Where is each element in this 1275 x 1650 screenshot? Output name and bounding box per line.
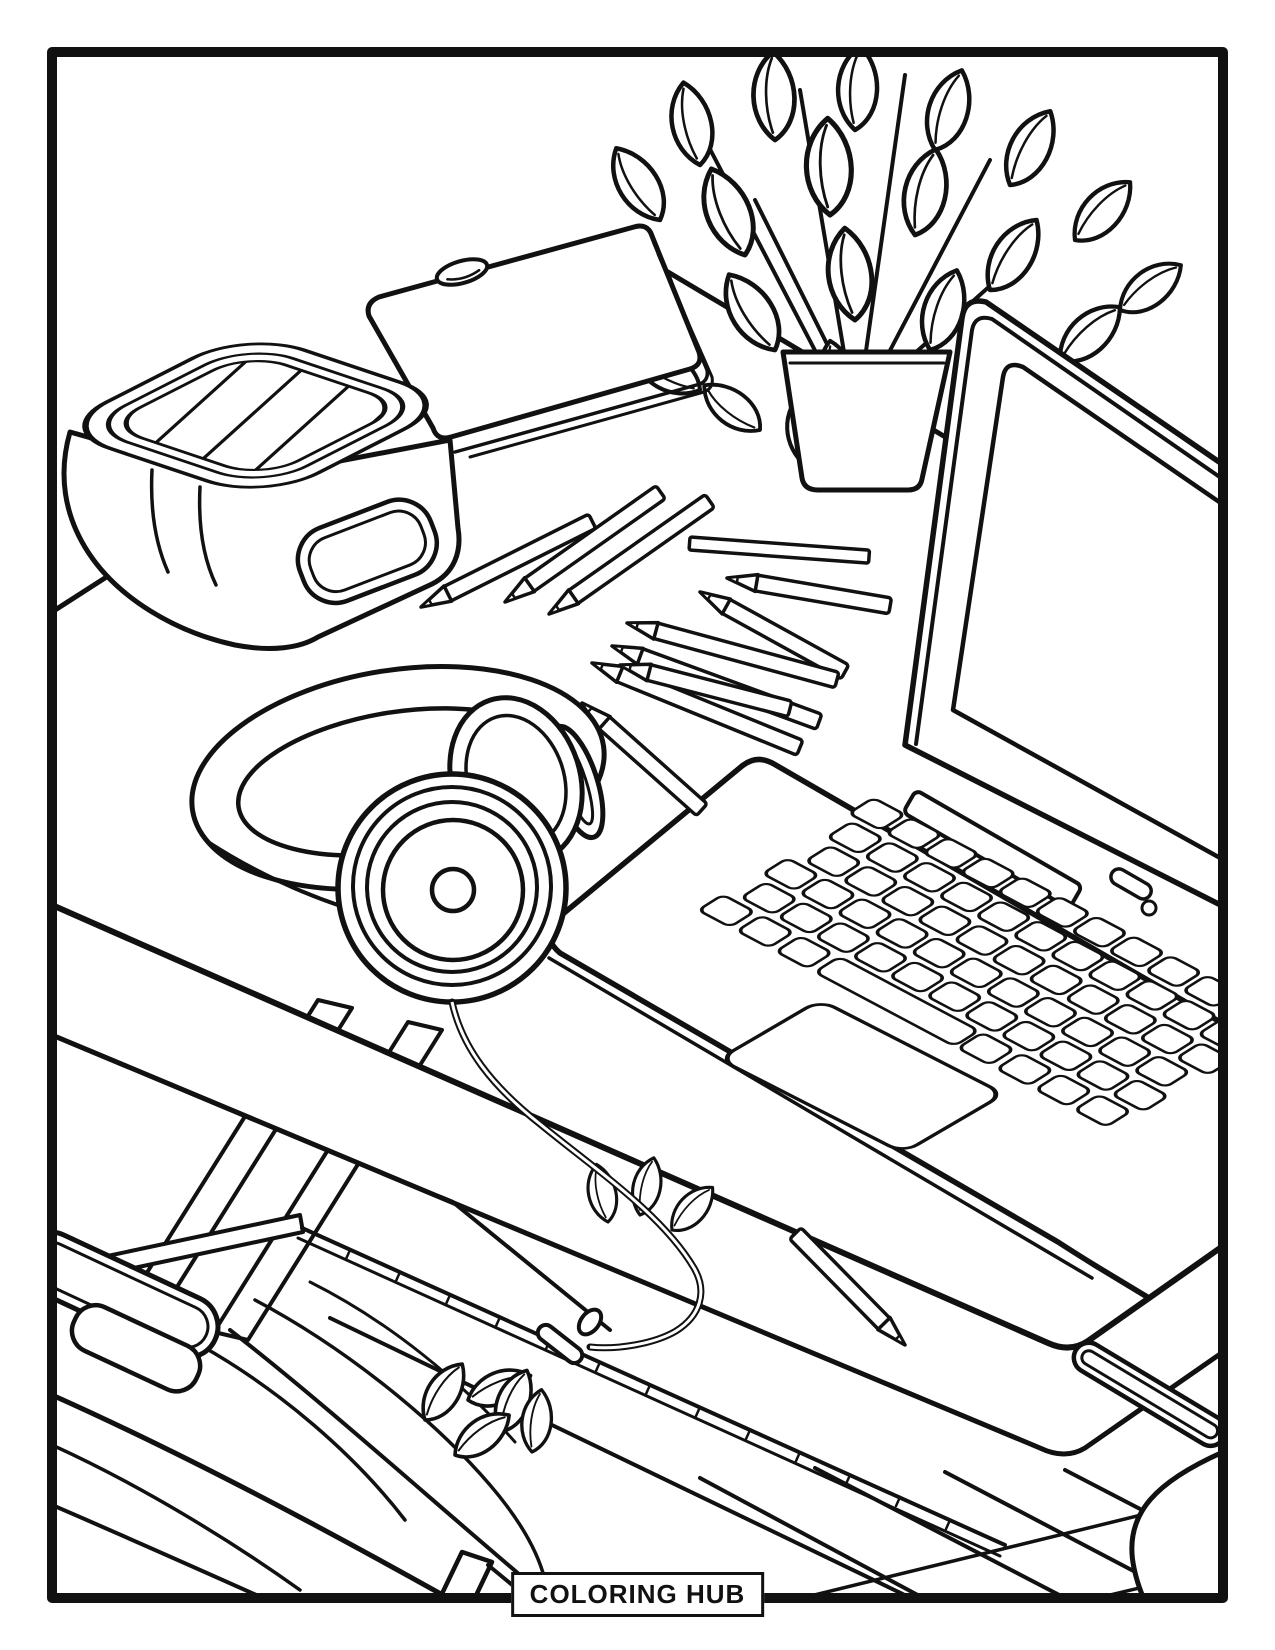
footer-label-text: COLORING HUB <box>529 1579 746 1609</box>
colored-pencil <box>415 513 597 617</box>
earbud <box>576 1307 604 1337</box>
floor-decor <box>198 1152 1223 1598</box>
colored-pencil <box>542 493 715 623</box>
potted-plant <box>600 45 1191 493</box>
plant-pot <box>780 349 953 493</box>
laptop <box>546 298 1223 1346</box>
pencil-on-desk-edge <box>789 1227 913 1353</box>
laptop-base <box>546 756 1223 1346</box>
colored-pencil <box>723 567 893 616</box>
cord-plug <box>535 1322 585 1366</box>
flat-stick <box>687 535 872 565</box>
chair <box>52 1229 547 1598</box>
pencil-case <box>61 342 462 651</box>
laptop-screen <box>902 298 1223 910</box>
scattered-pencils <box>415 485 893 817</box>
blanket-fold <box>253 1298 547 1582</box>
rug-edge <box>328 1316 916 1598</box>
laptop-trackpad <box>724 1003 999 1150</box>
rug-seam <box>300 1226 1007 1547</box>
armrest-bracket <box>69 1302 203 1394</box>
laptop-keyboard <box>696 795 1223 1129</box>
colored-pencil <box>616 655 794 718</box>
footer-label-box: COLORING HUB <box>510 1572 765 1617</box>
spacebar-key <box>817 957 977 1045</box>
book-bookmark-notch <box>434 257 490 287</box>
colored-pencil <box>694 582 850 680</box>
pen <box>1071 1340 1223 1449</box>
notebook-and-pen <box>1071 1340 1223 1598</box>
pencil-case-top <box>82 342 429 489</box>
notebook-corner <box>1129 1449 1223 1598</box>
colored-pencil <box>587 653 804 757</box>
seam-stitches <box>344 1248 952 1531</box>
chair-cushion <box>52 1328 547 1598</box>
closed-book <box>365 223 714 459</box>
headphone-cord <box>448 998 705 1366</box>
colored-pencil <box>574 694 708 817</box>
laptop-latch <box>1109 867 1158 917</box>
pencil-case-side-panel <box>295 497 439 606</box>
front-ear-cup <box>335 771 569 1005</box>
colored-pencil <box>498 485 666 611</box>
chair-leg <box>437 1549 532 1598</box>
colored-pencil <box>623 613 841 689</box>
headphones <box>189 663 705 1366</box>
